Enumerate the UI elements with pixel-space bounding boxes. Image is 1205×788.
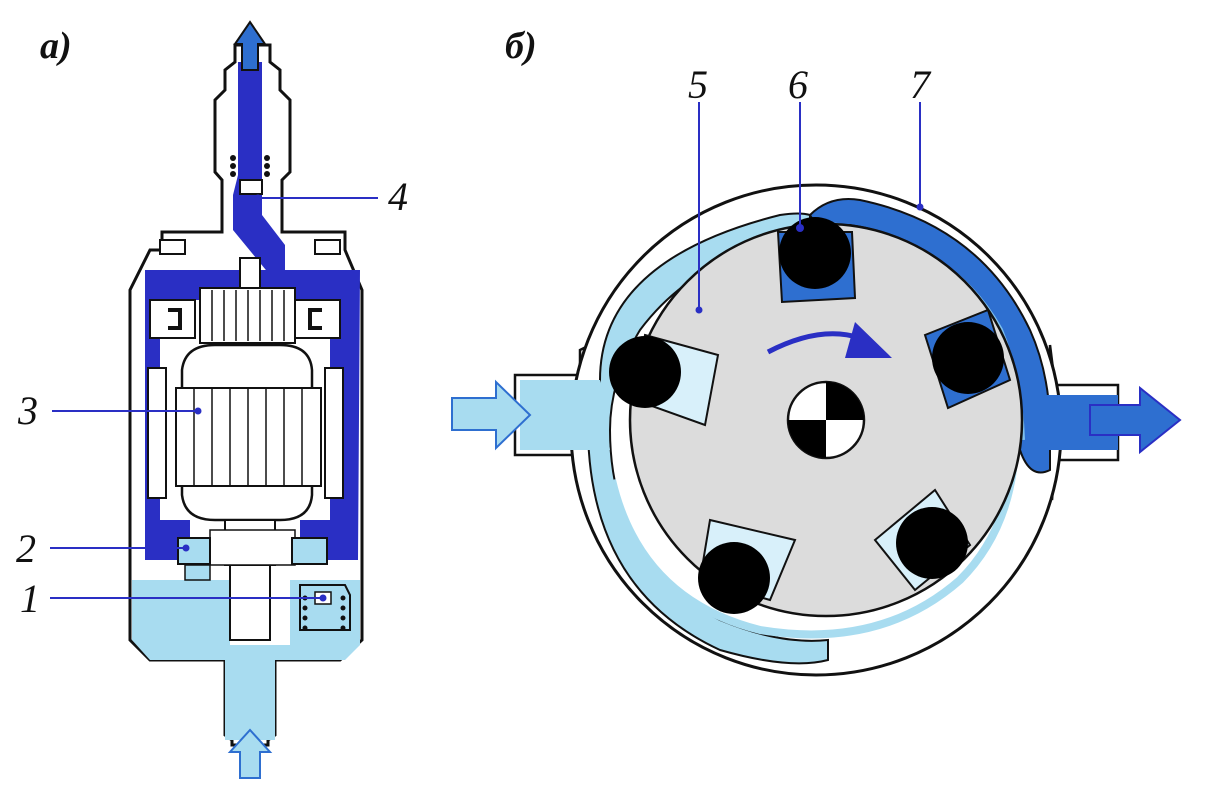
inlet-flow-arrow [227,728,273,779]
check-valve-body [239,179,263,195]
panel-b-roller-cell-pump [451,102,1182,677]
inlet-arrow-b [451,379,532,451]
pump-element-right [291,537,328,565]
roller-bottom-left [698,542,770,614]
rotor-ring [608,449,1019,639]
leader-lines-a [50,197,378,599]
lower-fuel-chamber [132,580,360,740]
roller-left [609,336,681,408]
outlet-channel [233,62,285,275]
pump-element-left [177,537,211,565]
panel-a-label: а) [40,25,72,67]
suction-chamber [586,212,829,665]
callout-3: 3 [17,388,38,433]
callout-4: 4 [388,174,408,219]
pump-shaft [209,519,296,641]
brush-holders [149,299,341,339]
top-cap-left [159,239,186,255]
inlet-fuel [520,380,610,450]
commutator [199,257,296,344]
stator-magnet-right [324,367,344,499]
rotation-arrow [766,322,892,358]
armature [175,343,322,522]
pressure-relief-valve [299,584,351,631]
stator-magnet-left [147,367,167,499]
panel-a-pump-cross-section [50,20,378,779]
roller-bottom-right [896,507,968,579]
shaft-hub [786,380,866,460]
check-valve-spring [230,155,270,177]
callout-1: 1 [20,576,40,621]
callout-6: 6 [788,62,808,107]
callout-2: 2 [16,526,36,571]
callout-7: 7 [910,62,932,107]
pump-element-base [184,564,211,581]
roller-6 [779,217,851,289]
roller-right [932,322,1004,394]
leader-lines-b [698,102,921,310]
callout-5: 5 [688,62,708,107]
top-cap-right [314,239,341,255]
rollers [609,217,1004,614]
outlet-flow-arrow [233,20,267,71]
panel-b-label: б) [505,25,537,67]
outlet-arrow-b [1089,385,1182,455]
